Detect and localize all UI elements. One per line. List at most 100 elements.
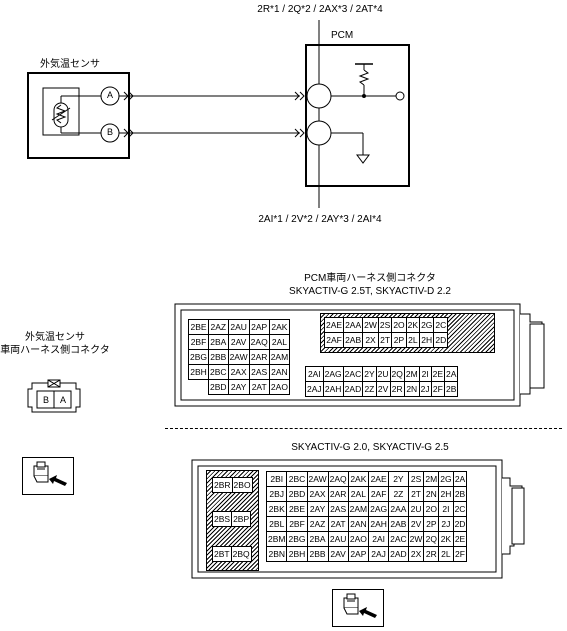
empty-cell bbox=[188, 379, 209, 395]
top-pin-label: 2R*1 / 2Q*2 / 2AX*3 / 2AT*4 bbox=[257, 4, 383, 15]
pin-cell: 2BJ bbox=[265, 486, 288, 502]
pin-cell: 2Q bbox=[423, 531, 440, 547]
pin-cell: 2BB bbox=[306, 546, 329, 562]
pin-cell: 2W bbox=[407, 531, 425, 547]
pin-cell: 2BF bbox=[286, 516, 308, 532]
pin-cell: 2BI bbox=[265, 471, 288, 487]
pin-cell: 2J bbox=[438, 516, 454, 532]
pin-cell: 2E bbox=[430, 366, 446, 382]
pin-cell: 2P bbox=[423, 516, 440, 532]
pin-cell: 2Z bbox=[362, 381, 377, 397]
pin-cell: 2H bbox=[438, 486, 454, 502]
pin-cell: 2AK bbox=[268, 319, 291, 335]
pin-cell: 2AD bbox=[342, 381, 364, 397]
pin-cell: 2T bbox=[407, 486, 425, 502]
pin-cell: 2F bbox=[452, 546, 468, 562]
pin-cell: 2BG bbox=[286, 531, 308, 547]
pin-cell: 2AV bbox=[227, 334, 250, 350]
pin-cell: 2AI bbox=[368, 531, 390, 547]
pin-cell: 2AH bbox=[368, 516, 390, 532]
pin-cell: 2D bbox=[433, 332, 449, 348]
pin-cell: 2O bbox=[423, 501, 440, 517]
sensor-pin-a: A bbox=[59, 395, 66, 405]
pin-cell: 2BT bbox=[212, 546, 232, 562]
pin-cell: 2BO bbox=[231, 477, 253, 493]
pin-cell: 2BS bbox=[211, 511, 233, 527]
pin-cell: 2BE bbox=[187, 319, 210, 335]
pcm-label: PCM bbox=[331, 30, 354, 41]
pin-cell: 2C bbox=[452, 501, 468, 517]
pin-cell: 2F bbox=[430, 381, 446, 397]
section-divider bbox=[165, 428, 562, 429]
pin-cell: 2BK bbox=[265, 501, 288, 517]
pin-cell: 2AZ bbox=[208, 319, 229, 335]
pin-cell: 2AO bbox=[347, 531, 370, 547]
pin-cell: 2AH bbox=[322, 381, 344, 397]
pin-cell: 2AU bbox=[327, 531, 349, 547]
pin-cell: 2AQ bbox=[248, 334, 270, 350]
pin-cell: 2AS bbox=[248, 364, 270, 380]
sensor-connector-title-1: 外気温センサ bbox=[25, 332, 85, 343]
pin-cell: 2BC bbox=[286, 471, 308, 487]
pin-cell: 2Y bbox=[388, 471, 409, 487]
pin-cell: 2A bbox=[452, 471, 468, 487]
pin-cell: 2AN bbox=[268, 364, 291, 380]
pin-cell: 2Q bbox=[389, 366, 405, 382]
pin-cell: 2B bbox=[444, 381, 459, 397]
pin-cell: 2AA bbox=[343, 317, 364, 333]
pin-cell: 2Z bbox=[388, 486, 409, 502]
pin-cell: 2BP bbox=[231, 511, 252, 527]
pin-cell: 2AV bbox=[327, 546, 349, 562]
pin-cell: 2AR bbox=[248, 349, 270, 365]
pin-cell: 2AK bbox=[347, 471, 370, 487]
pin-cell: 2G bbox=[419, 317, 435, 333]
pin-cell: 2AX bbox=[227, 364, 250, 380]
pin-cell: 2BN bbox=[265, 546, 288, 562]
pin-cell: 2A bbox=[444, 366, 459, 382]
pin-cell: 2AP bbox=[248, 319, 270, 335]
pin-cell: 2AO bbox=[268, 379, 291, 395]
sensor-connector-face bbox=[27, 379, 81, 413]
pin-cell: 2AI bbox=[305, 366, 324, 382]
pin-cell: 2AX bbox=[306, 486, 329, 502]
pin-cell: 2AL bbox=[268, 334, 291, 350]
pin-cell: 2AR bbox=[327, 486, 349, 502]
pin-cell: 2BH bbox=[286, 546, 308, 562]
pin-cell: 2D bbox=[452, 516, 468, 532]
pin-cell: 2AC bbox=[342, 366, 364, 382]
pin-cell: 2S bbox=[407, 471, 425, 487]
pin-cell: 2K bbox=[438, 531, 454, 547]
pin-cell: 2AL bbox=[347, 486, 370, 502]
pin-cell: 2O bbox=[391, 317, 407, 333]
pin-cell: 2L bbox=[438, 546, 454, 562]
pin-cell: 2AA bbox=[388, 501, 409, 517]
pin-cell: 2AF bbox=[323, 332, 345, 348]
pin-cell: 2P bbox=[391, 332, 407, 348]
connector-view-arrow-icon bbox=[332, 589, 384, 627]
pin-cell: 2AY bbox=[227, 379, 250, 395]
sensor-connector-title-2: 車両ハーネス側コネクタ bbox=[0, 345, 110, 356]
pin-cell: 2X bbox=[362, 332, 379, 348]
pin-cell: 2AW bbox=[227, 349, 250, 365]
pin-cell: 2I bbox=[438, 501, 454, 517]
pin-cell: 2E bbox=[452, 531, 468, 547]
pin-cell: 2AT bbox=[248, 379, 270, 395]
pin-cell: 2AQ bbox=[327, 471, 349, 487]
